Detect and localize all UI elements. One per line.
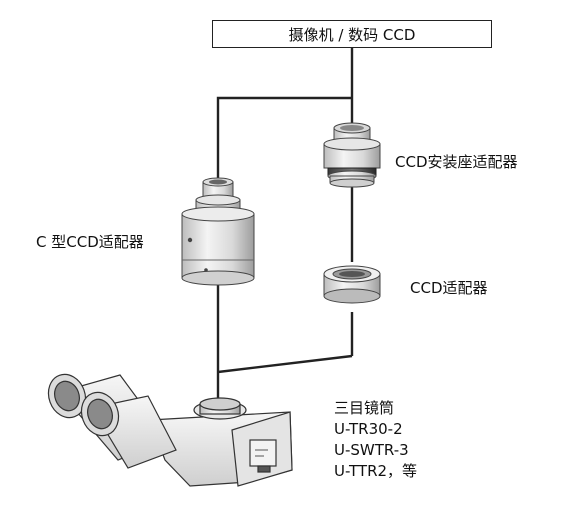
trinocular-model-3: U-TTR2，等 [334,462,418,480]
ccd-adapter-label: CCD适配器 [410,279,488,297]
trinocular-tube-caption: 三目镜筒 U-TR30-2 U-SWTR-3 U-TTR2，等 [334,398,417,482]
c-type-ccd-adapter-label: C 型CCD适配器 [36,233,144,251]
camera-digital-ccd-label: 摄像机 / 数码 CCD [288,25,416,44]
connector-line [216,96,352,180]
ccd-adapter-image [323,265,381,304]
ccd-mount-adapter-label: CCD安装座适配器 [395,153,518,171]
trinocular-model-2: U-SWTR-3 [334,441,409,459]
connector-lines [216,48,354,400]
ccd-mount-adapter-image [323,122,381,188]
camera-digital-ccd-box: 摄像机 / 数码 CCD [212,20,492,48]
trinocular-model-1: U-TR30-2 [334,420,403,438]
connector-line [217,354,353,374]
trinocular-tube-title: 三目镜筒 [334,399,395,417]
trinocular-tube-image [47,373,293,487]
c-type-ccd-adapter-image [181,177,255,286]
